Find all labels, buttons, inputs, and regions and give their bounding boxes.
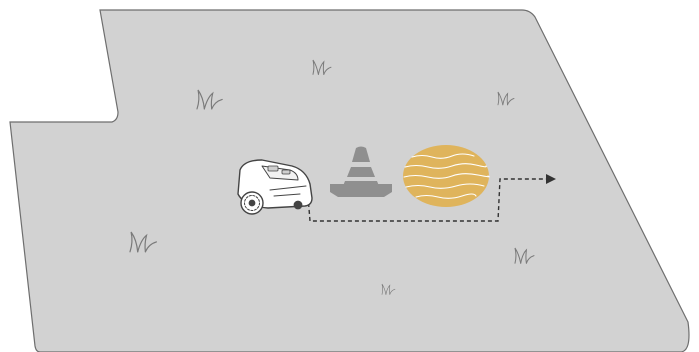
sand-pit-icon <box>403 145 489 207</box>
